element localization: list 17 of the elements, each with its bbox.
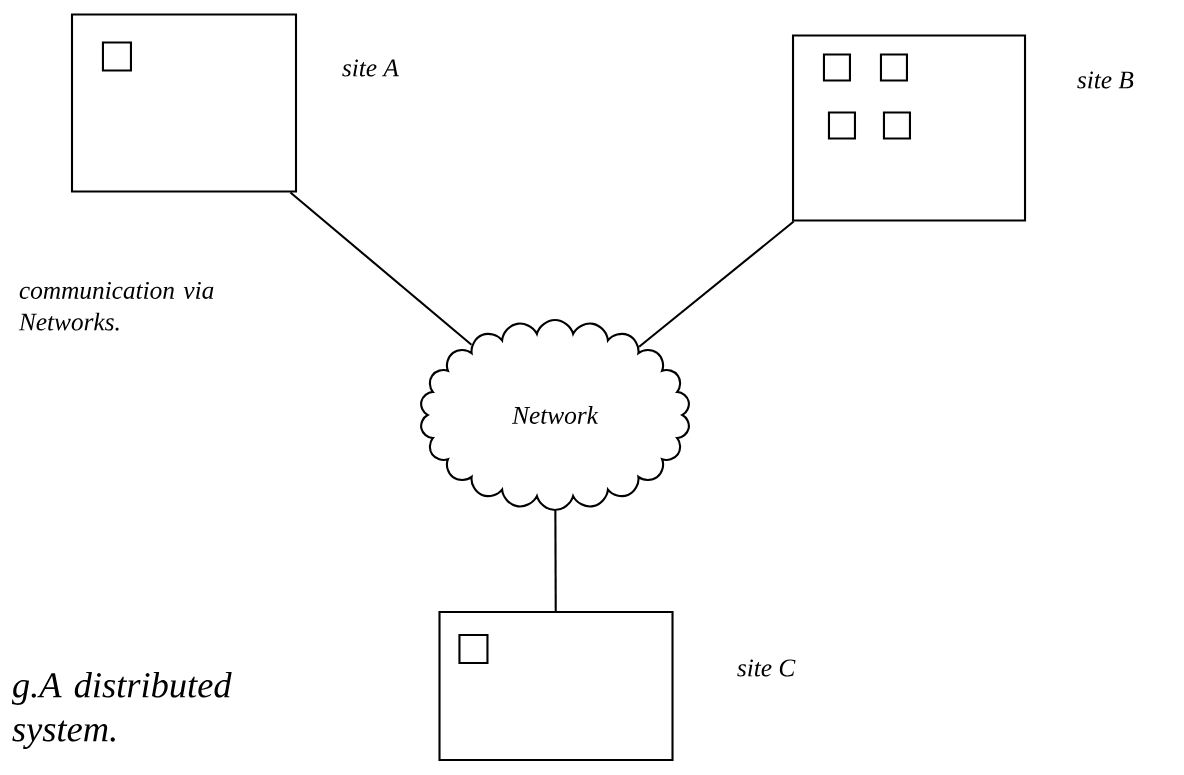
small-square — [822, 53, 851, 82]
node-label: site C — [737, 659, 796, 677]
side-note: communication via Networks. — [18, 281, 214, 331]
site-box: site B — [791, 34, 1134, 222]
small-square — [458, 633, 489, 664]
connector-line — [638, 220, 795, 348]
connector-line — [554, 511, 557, 611]
node-label: site B — [1077, 71, 1134, 89]
small-square — [827, 111, 856, 140]
connector-line — [289, 191, 473, 346]
site-box: site A — [70, 13, 399, 193]
figure-caption: g.A distributed system. — [11, 671, 232, 749]
site-box: site C — [438, 610, 796, 762]
small-square — [882, 111, 911, 140]
small-square — [879, 53, 908, 82]
small-square — [101, 41, 132, 72]
node-label: site A — [342, 59, 399, 77]
